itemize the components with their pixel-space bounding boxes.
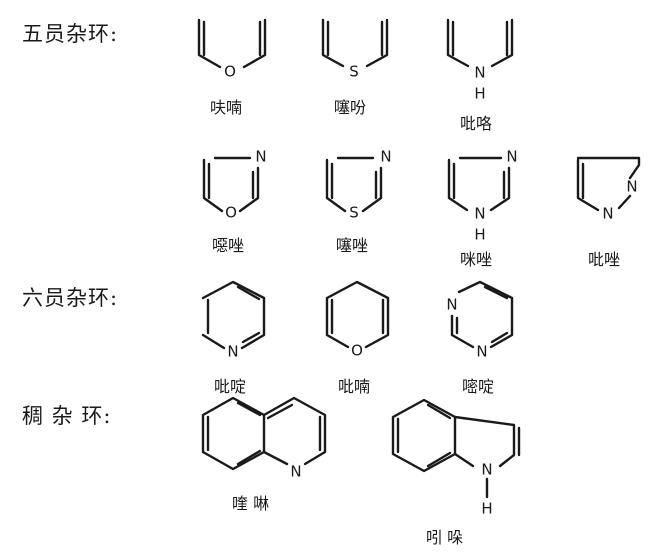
- label-thiazole: 噻唑: [336, 236, 369, 255]
- section-six-membered: 六员杂环:: [22, 286, 119, 310]
- pyrazole-structure: N N: [576, 156, 641, 223]
- section-five-membered: 五员杂环:: [22, 22, 119, 46]
- label-furan: 呋喃: [210, 98, 243, 117]
- imidazole-nitrogen-3: N: [506, 148, 517, 166]
- pyrrole-hydrogen: H: [474, 85, 485, 103]
- thiophene-sulfur: S: [349, 63, 359, 81]
- oxazole-structure: O N: [202, 148, 267, 222]
- quinoline-structure: N: [201, 396, 327, 481]
- pyrazole-nitrogen-2: N: [626, 178, 637, 196]
- label-pyridine: 吡啶: [214, 377, 247, 396]
- oxazole-oxygen: O: [225, 204, 237, 222]
- thiophene-structure: S: [321, 18, 389, 81]
- pyridine-nitrogen: N: [227, 343, 238, 361]
- pyrrole-structure: N H: [446, 18, 514, 103]
- pyrimidine-nitrogen-3: N: [476, 343, 487, 361]
- furan-oxygen: O: [224, 63, 236, 81]
- thiazole-nitrogen: N: [380, 148, 391, 166]
- pyridine-structure: N: [201, 280, 266, 361]
- label-indole: 吲 哚: [426, 528, 464, 547]
- label-oxazole: 噁唑: [212, 236, 245, 255]
- pyran-structure: O: [325, 280, 390, 360]
- label-pyrimidine: 嘧啶: [462, 377, 495, 396]
- quinoline-nitrogen: N: [290, 463, 301, 481]
- label-pyrrole: 吡咯: [460, 114, 493, 133]
- label-imidazole: 咪唑: [460, 250, 493, 269]
- label-pyrazole: 吡唑: [588, 250, 621, 269]
- indole-hydrogen: H: [481, 500, 492, 518]
- pyrazole-nitrogen-1: N: [602, 205, 613, 223]
- furan-structure: O: [197, 18, 267, 81]
- pyran-oxygen: O: [351, 342, 363, 360]
- indole-nitrogen: N: [481, 461, 492, 479]
- pyrimidine-nitrogen-1: N: [446, 296, 457, 314]
- label-pyran: 吡喃: [338, 377, 371, 396]
- imidazole-hydrogen: H: [474, 226, 485, 244]
- pyrimidine-structure: N N: [446, 280, 514, 361]
- thiazole-structure: S N: [325, 148, 392, 222]
- label-thiophene: 噻吩: [334, 98, 367, 117]
- imidazole-nitrogen-1: N: [474, 205, 485, 223]
- oxazole-nitrogen: N: [255, 148, 266, 166]
- label-quinoline: 喹 啉: [232, 494, 270, 513]
- section-fused: 稠 杂 环:: [22, 404, 112, 428]
- thiazole-sulfur: S: [349, 204, 359, 222]
- indole-structure: N H: [391, 398, 521, 518]
- pyrrole-nitrogen: N: [474, 64, 485, 82]
- imidazole-structure: N H N: [447, 148, 518, 244]
